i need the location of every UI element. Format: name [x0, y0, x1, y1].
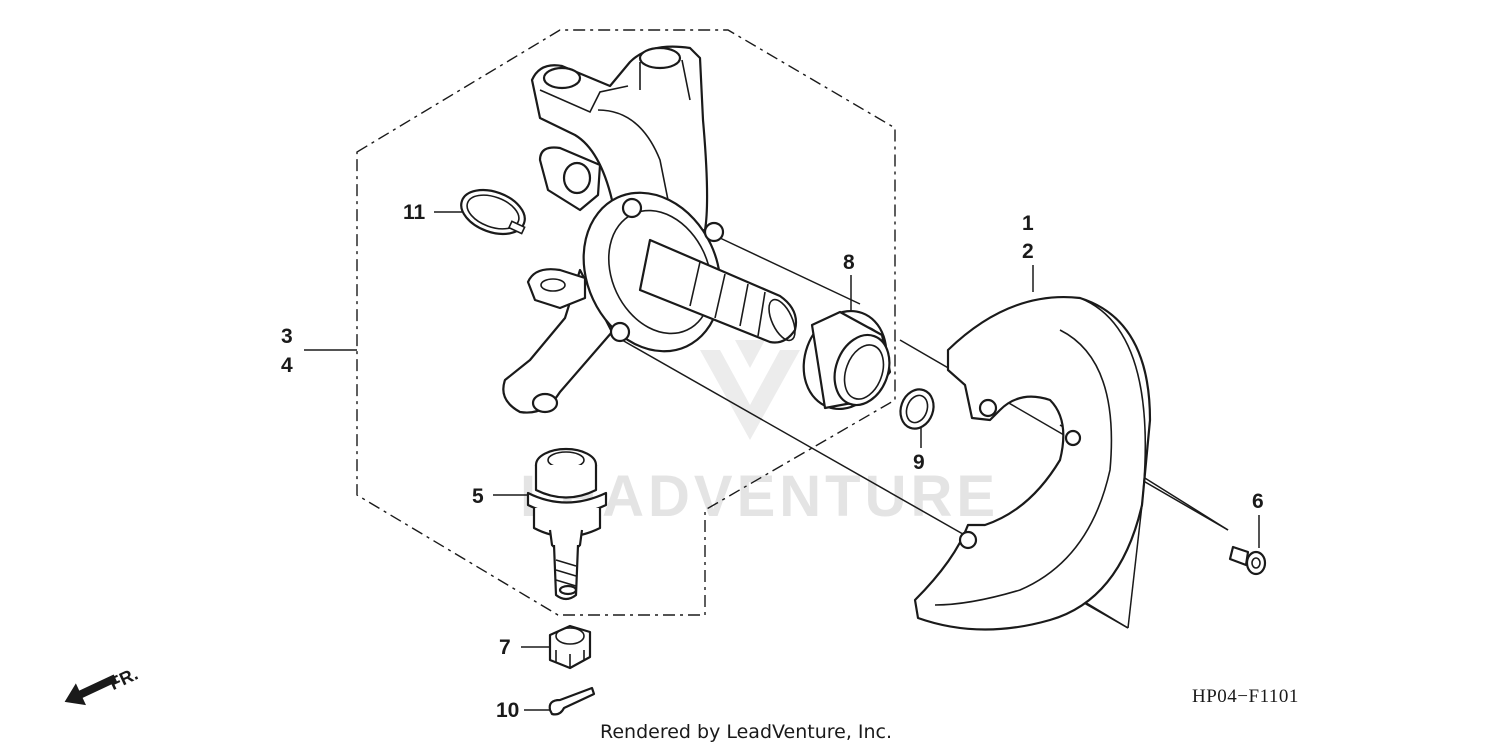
callout-8: 8: [843, 251, 855, 274]
ball-joint-5: [526, 447, 608, 601]
watermark-logo: [700, 340, 800, 440]
front-indicator-label: FR.: [106, 664, 141, 694]
brake-dust-shield: [913, 296, 1152, 631]
callout-1: 1: [1022, 212, 1034, 235]
callout-4: 4: [281, 354, 293, 377]
steering-knuckle: [502, 45, 798, 414]
o-ring-9: [899, 388, 935, 430]
callout-2: 2: [1022, 240, 1034, 263]
castle-nut-7: [548, 624, 592, 670]
cotter-pin-10: [548, 686, 596, 716]
callout-6: 6: [1252, 490, 1264, 513]
callout-10: 10: [496, 699, 519, 722]
bolt-6: [1228, 545, 1267, 576]
callout-3: 3: [281, 325, 293, 348]
callout-5: 5: [472, 485, 484, 508]
callout-11: 11: [403, 201, 426, 224]
circlip-11: [460, 188, 526, 236]
oil-seal-8: [802, 309, 892, 411]
front-arrow-icon: [64, 674, 118, 706]
callout-7: 7: [499, 636, 511, 659]
callout-9: 9: [913, 451, 925, 474]
drawing-code: HP04−F1101: [1192, 686, 1299, 707]
render-credit: Rendered by LeadVenture, Inc.: [600, 721, 892, 743]
knuckle-assembly-outline: [356, 29, 896, 616]
